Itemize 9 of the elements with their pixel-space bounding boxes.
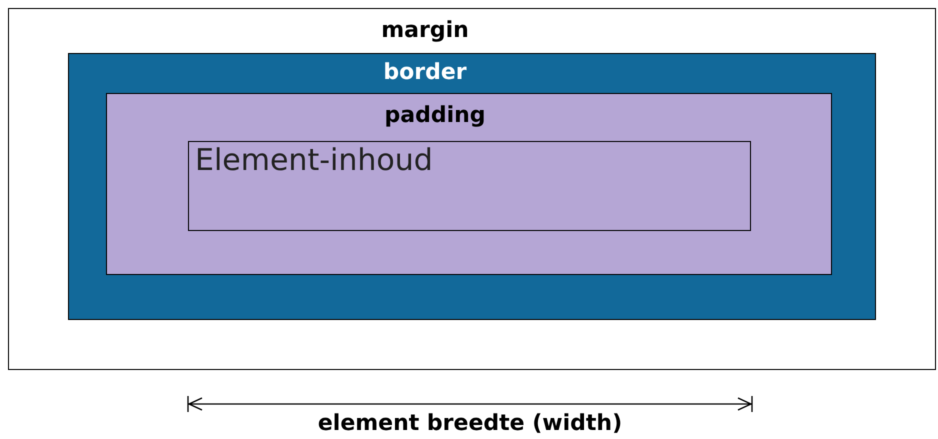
area-label: Element-inhoud	[195, 146, 433, 176]
area-label: margin	[381, 20, 469, 42]
area-label: padding	[384, 105, 486, 127]
padding-area	[106, 93, 832, 275]
content-area	[188, 141, 751, 231]
border-area	[68, 53, 876, 320]
dimension-label: element breedte (width)	[318, 413, 622, 435]
area-label: border	[383, 62, 467, 84]
margin-area	[8, 8, 936, 370]
